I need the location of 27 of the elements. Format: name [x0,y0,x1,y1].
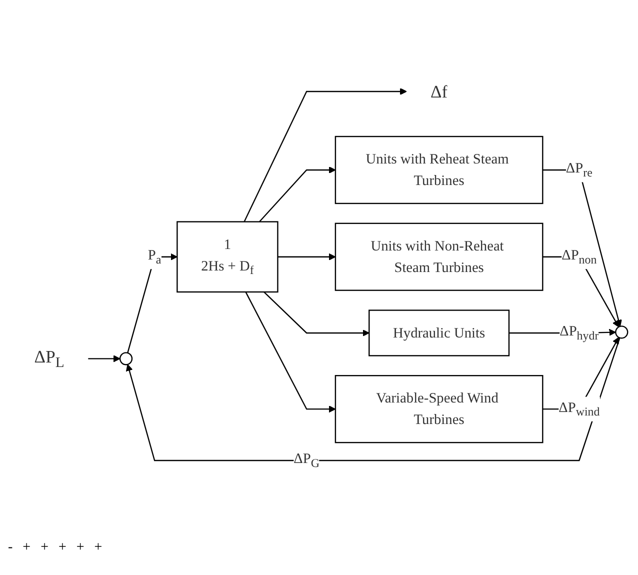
node-text: Δf [430,82,448,102]
arrow [278,254,336,261]
edge-label: ΔP$_{re}$ [566,160,592,180]
node-circle [119,352,133,366]
arrow [88,356,120,363]
node-box: Units with Reheat Steam Turbines [334,136,544,204]
sign-label: + [22,540,31,555]
arrow [258,166,336,223]
arrow [244,88,407,222]
node-box: 1 2Hs + D$_{f}$ [176,222,278,293]
sign-label: + [58,540,66,555]
edge-label: ΔP$_{non}$ [562,247,597,267]
node-box: Variable-Speed Wind Turbines [334,375,544,444]
sign-label: + [76,540,84,555]
edge-label: ΔP$_{wind}$ [558,399,600,420]
node-box: Units with Non-Reheat Steam Turbines [334,223,544,292]
sign-label: - [8,540,13,555]
edge-label: ΔP$_{hydr}$ [560,323,599,343]
node-text: ΔP$_{L}$ [34,347,64,371]
arrow [245,292,336,413]
arrow [264,292,370,337]
node-box: Hydraulic Units [368,310,510,357]
node-circle [615,326,628,340]
sign-label: + [40,540,48,555]
edge-label: ΔP$_{G}$ [294,450,320,470]
edge-label: P$_{a}$ [148,247,162,267]
sign-label: + [94,540,102,555]
